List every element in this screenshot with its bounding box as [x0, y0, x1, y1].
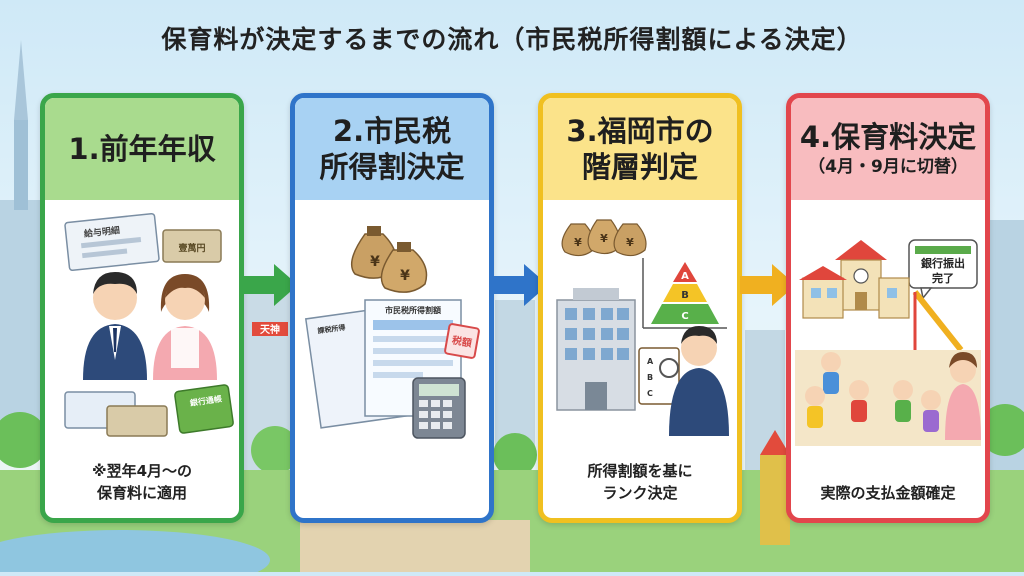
step-card-4: 4.保育料決定 （4月・9月に切替） 銀行振出 完了 [786, 93, 990, 523]
step-1-caption: ※翌年4月～の 保育料に適用 [91, 462, 193, 502]
children-playing-icon [805, 352, 941, 432]
city-hall-icon [556, 288, 636, 411]
step-3-caption: 所得割額を基に ランク決定 [587, 462, 693, 502]
svg-text:B: B [681, 290, 689, 301]
money-bag-icon: ¥ ¥ [350, 226, 428, 293]
arrow-right-icon [740, 264, 796, 306]
svg-text:C: C [681, 311, 688, 322]
slide-icon [912, 290, 964, 352]
svg-text:銀行通帳: 銀行通帳 [188, 393, 222, 407]
step-card-1: 1.前年年収 給与明細 壹萬円 [40, 93, 244, 523]
banknote-icon: 壹萬円 [162, 229, 222, 263]
step-card-3: 3.福岡市の 階層判定 ¥ ¥ ¥ A B C [538, 93, 742, 523]
nursery-building-icon [799, 240, 910, 319]
speech-bubble-icon: 銀行振出 完了 [908, 239, 978, 300]
step-2-title-line-2: 所得割決定 [319, 150, 465, 184]
pay-slip-icon: 給与明細 [64, 212, 160, 272]
step-2-header: 2.市民税 所得割決定 [295, 98, 489, 200]
svg-text:C: C [647, 389, 653, 398]
step-1-body: 給与明細 壹萬円 [45, 200, 239, 518]
svg-text:¥: ¥ [370, 254, 380, 270]
arrow-right-icon [492, 264, 548, 306]
svg-text:課税所得: 課税所得 [317, 323, 346, 336]
step-3-title-line-1: 3.福岡市の [566, 114, 714, 148]
woman-icon [153, 274, 217, 380]
step-4-title: 4.保育料決定 [799, 120, 977, 154]
svg-text:A: A [681, 271, 689, 282]
step-4-header: 4.保育料決定 （4月・9月に切替） [791, 98, 985, 200]
svg-text:¥: ¥ [626, 236, 634, 249]
svg-text:給与明細: 給与明細 [83, 224, 120, 240]
svg-text:税額: 税額 [451, 333, 473, 349]
tax-illustration: ¥ ¥ 課税所得 市民税所得割額 税額 [304, 226, 480, 439]
teacher-icon [945, 352, 981, 440]
ranking-illustration: ¥ ¥ ¥ A B C [556, 219, 729, 436]
step-3-header: 3.福岡市の 階層判定 [543, 98, 737, 200]
step-3-title-line-2: 階層判定 [581, 150, 698, 184]
svg-text:¥: ¥ [574, 236, 582, 249]
step-2-title-line-1: 2.市民税 [332, 114, 452, 148]
step-4-caption: 実際の支払金額確定 [820, 484, 956, 502]
svg-text:壹萬円: 壹萬円 [178, 242, 205, 254]
money-bags-icon: ¥ ¥ ¥ [561, 219, 647, 257]
svg-text:A: A [647, 357, 654, 366]
step-2-body: ¥ ¥ 課税所得 市民税所得割額 税額 [295, 200, 489, 518]
svg-text:銀行振出: 銀行振出 [921, 256, 965, 270]
arrow-right-icon [242, 264, 298, 306]
step-1-title: 1.前年年収 [68, 132, 216, 166]
step-4-body: 銀行振出 完了 [791, 200, 985, 518]
step-4-subtitle: （4月・9月に切替） [808, 157, 968, 177]
officer-icon [669, 326, 729, 436]
svg-text:¥: ¥ [400, 268, 410, 284]
bankbook-icon: 銀行通帳 [174, 384, 234, 434]
svg-text:市民税所得割額: 市民税所得割額 [385, 305, 441, 315]
step-card-2: 2.市民税 所得割決定 ¥ ¥ 課税所得 市民税所得割額 [290, 93, 494, 523]
page-title: 保育料が決定するまでの流れ（市民税所得割額による決定） [161, 25, 863, 54]
svg-text:B: B [647, 373, 653, 382]
pyramid-chart-icon: A B C [642, 258, 727, 329]
step-1-header: 1.前年年収 [45, 98, 239, 200]
tenjin-sign: 天神 [260, 323, 280, 336]
step-3-body: ¥ ¥ ¥ A B C [543, 200, 737, 518]
income-illustration: 給与明細 壹萬円 [64, 212, 234, 437]
tax-stamp-icon: 税額 [444, 323, 480, 359]
svg-text:¥: ¥ [600, 232, 608, 245]
calculator-icon [412, 377, 466, 439]
nursery-illustration: 銀行振出 完了 [795, 239, 981, 446]
svg-text:完了: 完了 [932, 271, 954, 285]
checklist-icon: A B C [638, 347, 680, 405]
man-icon [83, 272, 147, 380]
